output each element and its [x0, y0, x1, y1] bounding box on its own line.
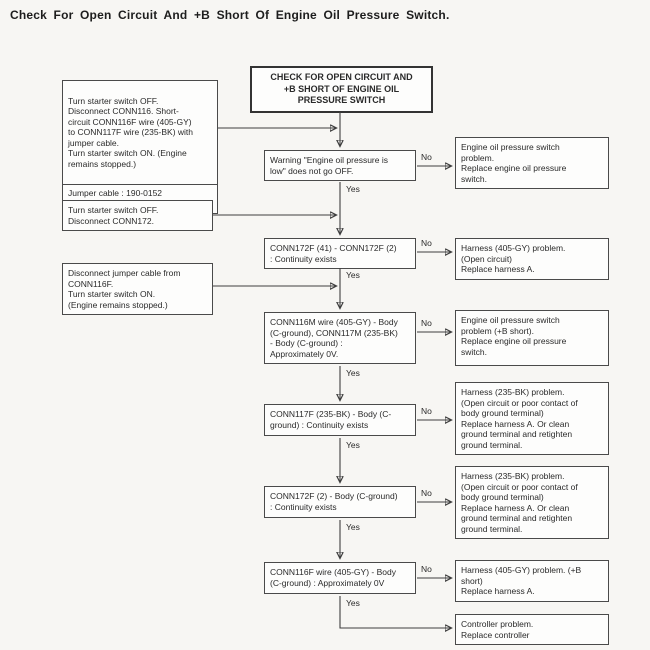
start-box: CHECK FOR OPEN CIRCUIT AND +B SHORT OF E…: [250, 66, 433, 113]
yes-label-2: Yes: [346, 270, 360, 280]
no-label-3: No: [421, 318, 432, 328]
yes-label-6: Yes: [346, 598, 360, 608]
procedure-box-1: Turn starter switch OFF. Disconnect CONN…: [62, 80, 218, 214]
decision-box-5: CONN172F (2) - Body (C-ground) : Continu…: [264, 486, 416, 518]
jumper-cable-note: Jumper cable : 190-0152: [63, 183, 217, 199]
result-box-2: Harness (405-GY) problem. (Open circuit)…: [455, 238, 609, 280]
no-label-2: No: [421, 238, 432, 248]
result-box-1: Engine oil pressure switch problem. Repl…: [455, 137, 609, 189]
page-title: Check For Open Circuit And +B Short Of E…: [10, 8, 450, 22]
decision-box-1: Warning "Engine oil pressure is low" doe…: [264, 150, 416, 181]
decision-box-3: CONN116M wire (405-GY) - Body (C-ground)…: [264, 312, 416, 364]
yes-label-4: Yes: [346, 440, 360, 450]
result-box-3: Engine oil pressure switch problem (+B s…: [455, 310, 609, 366]
decision-box-4: CONN117F (235-BK) - Body (C- ground) : C…: [264, 404, 416, 436]
no-label-4: No: [421, 406, 432, 416]
yes-label-3: Yes: [346, 368, 360, 378]
procedure-box-3: Disconnect jumper cable from CONN116F. T…: [62, 263, 213, 315]
result-box-6: Harness (405-GY) problem. (+B short) Rep…: [455, 560, 609, 602]
yes-label-1: Yes: [346, 184, 360, 194]
procedure-box-1-text: Turn starter switch OFF. Disconnect CONN…: [68, 95, 194, 169]
decision-box-2: CONN172F (41) - CONN172F (2) : Continuit…: [264, 238, 416, 269]
final-box: Controller problem. Replace controller: [455, 614, 609, 645]
no-label-6: No: [421, 564, 432, 574]
result-box-5: Harness (235-BK) problem. (Open circuit …: [455, 466, 609, 539]
no-label-1: No: [421, 152, 432, 162]
procedure-box-2: Turn starter switch OFF. Disconnect CONN…: [62, 200, 213, 231]
yes-label-5: Yes: [346, 522, 360, 532]
no-label-5: No: [421, 488, 432, 498]
decision-box-6: CONN116F wire (405-GY) - Body (C-ground)…: [264, 562, 416, 594]
result-box-4: Harness (235-BK) problem. (Open circuit …: [455, 382, 609, 455]
